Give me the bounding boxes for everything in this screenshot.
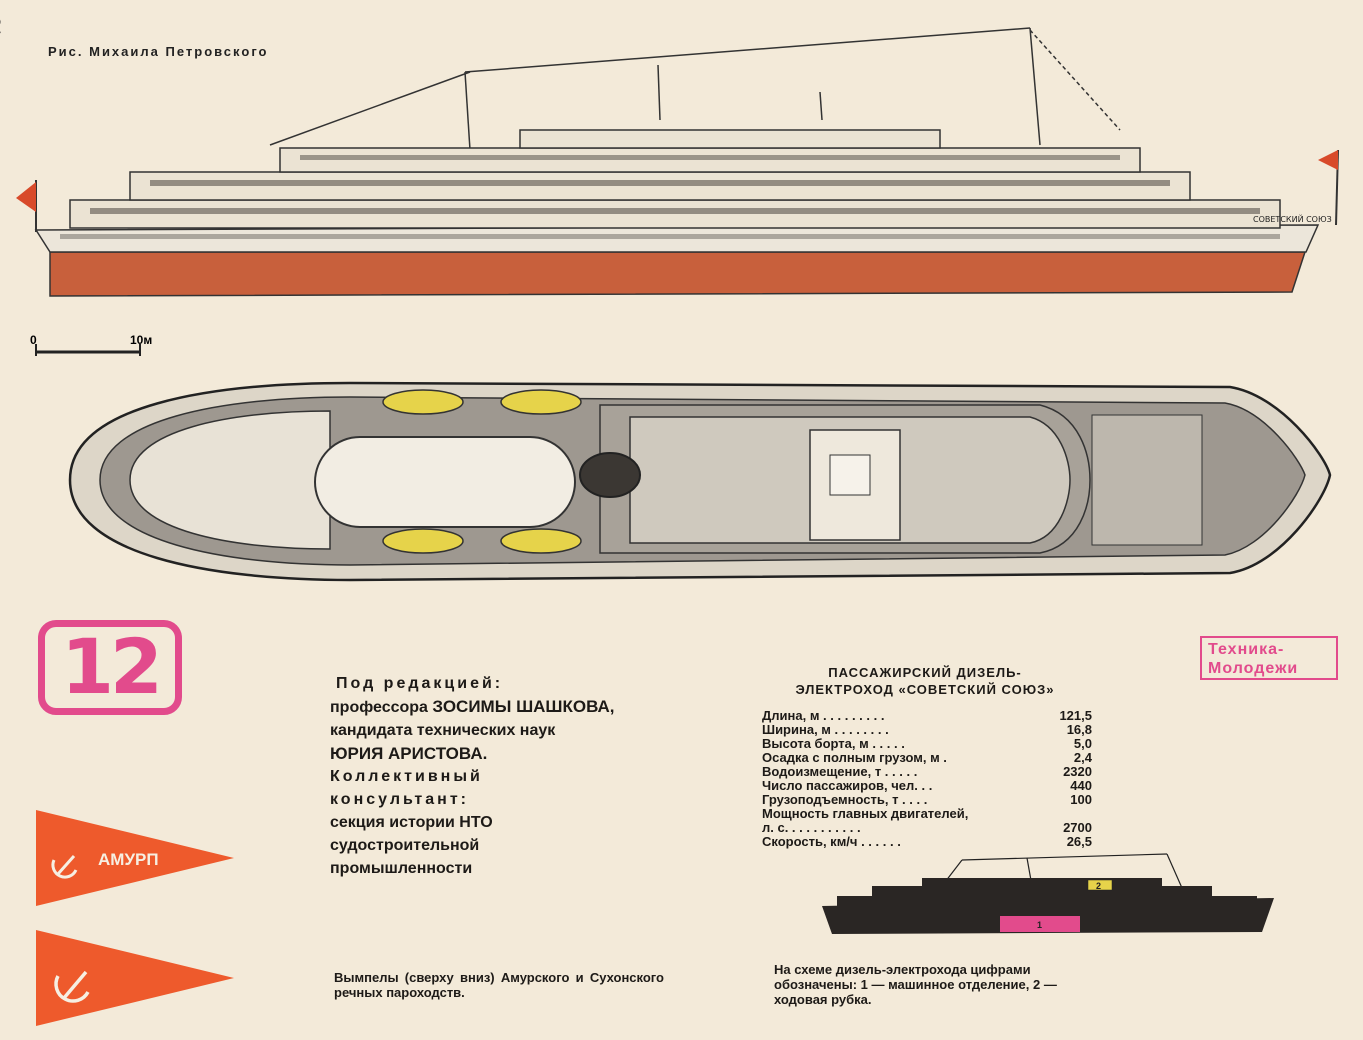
- spec-label: Грузоподъемность, т . . . .: [762, 792, 928, 807]
- spec-row: Число пассажиров, чел. . . 440: [762, 779, 1092, 793]
- sukhona-pennant: [36, 930, 234, 1026]
- hammer-sickle-icon: [54, 970, 90, 1003]
- credits-candidate-name: ЮРИЯ АРИСТОВА.: [330, 744, 488, 763]
- spec-label: Скорость, км/ч . . . . . .: [762, 834, 901, 849]
- logo-line-1: Техника-: [1208, 641, 1285, 658]
- spec-label: Число пассажиров, чел. . .: [762, 778, 933, 793]
- spec-row: Скорость, км/ч . . . . . . 26,5: [762, 835, 1092, 849]
- spec-row: Ширина, м . . . . . . . . 16,8: [762, 723, 1092, 737]
- credits-industry-2: промышленности: [330, 860, 473, 877]
- spec-row: Длина, м . . . . . . . . . 121,5: [762, 709, 1092, 723]
- spec-label: л. с. . . . . . . . . . .: [762, 820, 861, 835]
- spec-label: Длина, м . . . . . . . . .: [762, 708, 885, 723]
- ship-top-view: [68, 381, 1332, 582]
- credits-industry-1: судостроительной: [330, 837, 480, 854]
- specs-title: ПАССАЖИРСКИЙ ДИЗЕЛЬ- ЭЛЕКТРОХОД «СОВЕТСК…: [765, 664, 1085, 698]
- scale-start: 0: [30, 333, 37, 347]
- spec-row: Высота борта, м . . . . . 5,0: [762, 737, 1092, 751]
- spec-row: л. с. . . . . . . . . . . 2700: [762, 821, 1092, 835]
- spec-label: Осадка с полным грузом, м .: [762, 750, 947, 765]
- spec-row: Мощность главных двигателей,: [762, 807, 1092, 821]
- spec-value: 16,8: [1066, 722, 1092, 737]
- spec-label: Мощность главных двигателей,: [762, 806, 969, 821]
- magazine-logo: Техника- Молодежи: [1200, 636, 1338, 680]
- spec-value: 2320: [1063, 764, 1092, 779]
- specs-table: Длина, м . . . . . . . . . 121,5 Ширина, …: [762, 709, 1092, 849]
- issue-number-badge: 12: [38, 620, 182, 715]
- credits-collective: Коллективный: [330, 768, 483, 785]
- hammer-sickle-icon: [51, 855, 78, 879]
- spec-label: Высота борта, м . . . . .: [762, 736, 905, 751]
- editorial-credits: Под редакцией: профессора ЗОСИМЫ ШАШКОВА…: [330, 672, 640, 880]
- illustration-credit: Рис. Михаила Петровского: [48, 44, 269, 59]
- ship-scheme: 2 1: [822, 853, 1274, 934]
- credits-professor-name: ЗОСИМЫ ШАШКОВА,: [432, 697, 615, 716]
- spec-row: Осадка с полным грузом, м . 2,4: [762, 751, 1092, 765]
- spec-label: Водоизмещение, т . . . . .: [762, 764, 918, 779]
- scheme-caption: На схеме дизель-электрохода цифрами обоз…: [774, 962, 1057, 1007]
- credits-candidate: кандидата технических наук: [330, 722, 556, 739]
- spec-row: Водоизмещение, т . . . . . 2320: [762, 765, 1092, 779]
- amur-pennant-label: АМУРП: [98, 850, 159, 869]
- hull-name-text: СОВЕТСКИЙ СОЮЗ: [1253, 213, 1332, 224]
- credits-section: секция истории НТО: [330, 814, 493, 831]
- specs-title-line-1: ПАССАЖИРСКИЙ ДИЗЕЛЬ-: [828, 665, 1022, 680]
- credits-professor: профессора: [330, 699, 428, 716]
- spec-value: 2,4: [1073, 750, 1092, 765]
- scheme-label-1: 1: [1037, 920, 1042, 930]
- spec-value: 2700: [1063, 820, 1092, 835]
- spec-value: 26,5: [1066, 834, 1092, 849]
- ship-side-view: СОВЕТСКИЙ СОЮЗ: [16, 27, 1339, 297]
- spec-value: 5,0: [1073, 736, 1092, 751]
- amur-pennant: АМУРП: [36, 810, 234, 906]
- credits-consultant: консультант:: [330, 791, 469, 808]
- spec-row: Грузоподъемность, т . . . . 100: [762, 793, 1092, 807]
- logo-line-2: Молодежи: [1208, 660, 1299, 677]
- spec-label: Ширина, м . . . . . . . .: [762, 722, 889, 737]
- spec-value: [1047, 807, 1092, 821]
- scale-end: 10м: [130, 333, 152, 347]
- credits-edited-by: Под редакцией:: [336, 675, 504, 692]
- spec-value: 100: [1070, 792, 1092, 807]
- scheme-label-2: 2: [1096, 881, 1101, 891]
- specs-title-line-2: ЭЛЕКТРОХОД «СОВЕТСКИЙ СОЮЗ»: [795, 682, 1055, 697]
- pennant-caption: Вымпелы (сверху вниз) Амурского и Сухонс…: [334, 970, 664, 1000]
- spec-value: 121,5: [1059, 708, 1092, 723]
- scale-bar: 0 10м: [30, 333, 152, 356]
- spec-value: 440: [1070, 778, 1092, 793]
- credits-professor-line: профессора ЗОСИМЫ ШАШКОВА,: [330, 695, 640, 719]
